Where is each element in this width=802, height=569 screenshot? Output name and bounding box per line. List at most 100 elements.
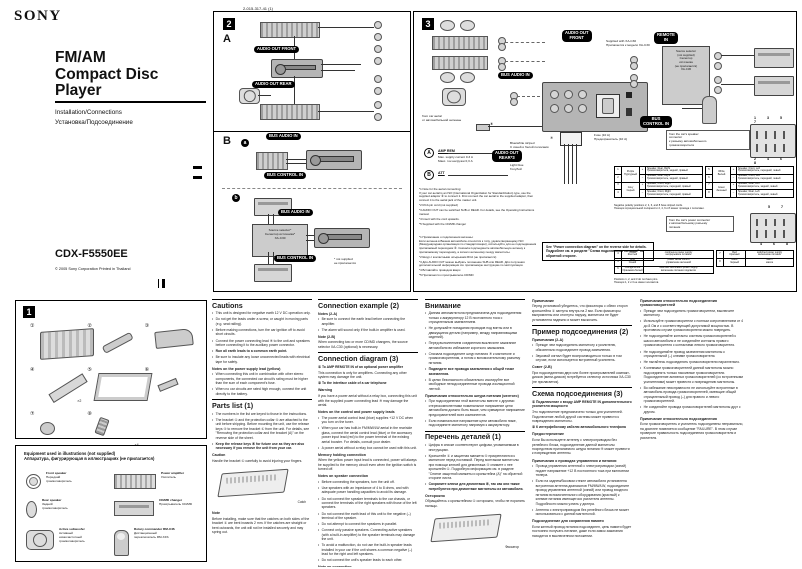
wire (448, 153, 508, 154)
speaker-pin-numbers-top: 1 3 5 7 (754, 116, 787, 124)
part-item: ③ (145, 323, 198, 359)
rear-panel-jack (578, 104, 587, 113)
audio-out-rear-label: AUDIO OUT REAR (252, 81, 295, 88)
wire (318, 27, 374, 28)
part-icon (157, 377, 179, 392)
note-item: *5 Прилагается к проигрывателю CD/MD (419, 273, 474, 278)
text-block: Notes on the control and power supply le… (318, 410, 395, 415)
text-block: Before connecting the speakers, turn the… (318, 480, 418, 485)
dashed-wire (505, 42, 545, 43)
text-block: The alarm will sound only if the built-i… (318, 328, 418, 333)
text-block: Фиксатор (425, 511, 525, 553)
bus-control-in-label: BUS CONTROL IN (264, 172, 306, 179)
text-block: Данная автомагнитола предназначена для п… (425, 311, 525, 324)
wire (488, 126, 542, 127)
rca-plug (630, 62, 638, 70)
speaker-connector-caption: from the car's speaker connector к разъе… (666, 130, 750, 150)
wire (268, 214, 269, 224)
text-block: Во избежание неисправности не используйт… (640, 386, 744, 404)
wire (321, 64, 361, 65)
equipment-icon (114, 530, 129, 556)
text-block: При подсоединении двух или более проигры… (532, 371, 631, 384)
rca-plug (510, 98, 518, 106)
page-title: FM/AM Compact Disc Player (55, 49, 159, 100)
text-block: Внимание (425, 299, 525, 309)
text-block: При подсоединении этой магнитолы вместе … (425, 399, 525, 417)
text-block: Цифры в списке соответствуют цифрам, упо… (425, 443, 525, 452)
part-number-marker: ⑤ (87, 367, 92, 373)
cdmd-changer-icon (754, 76, 794, 96)
text-block: Если Вы используете антенну с электропри… (532, 438, 630, 456)
registration-mark (193, 166, 202, 169)
part-item: ⑧ ×4 (87, 411, 140, 447)
text-block: Перед установкой убедитесь, что фиксатор… (532, 304, 628, 322)
equipment-icon (114, 474, 156, 489)
wire (448, 175, 508, 176)
wire (318, 111, 374, 112)
section-2-badge: 2 (223, 18, 235, 30)
note-item: *5 Supplied with the CD/MD changer (419, 221, 467, 226)
aerial-plug-icon (476, 124, 490, 131)
cdmd-changer-icon (254, 264, 292, 282)
speaker-connector-illustration (750, 124, 796, 158)
active-subwoofer-icon (239, 88, 260, 104)
from-car-aerial-label: from car aerial от автомобильной антенны (422, 114, 462, 122)
sony-logo: SONY (14, 8, 62, 24)
speaker-table-note: Negative polarity positions 2, 4, 6, and… (614, 204, 705, 211)
text-block: Прежде чем подсоединять громкоговорители… (640, 309, 744, 318)
rca-plug (498, 63, 506, 71)
part-item: ① (30, 323, 94, 360)
sub-diagram-a-marker: a (241, 139, 249, 147)
speaker-connector-strip (260, 104, 320, 120)
equipment-icon (114, 501, 154, 516)
adaptor-ref: ⑧ (490, 122, 494, 126)
text-block: Before installing, make sure that the ca… (212, 516, 310, 535)
wire (576, 144, 577, 184)
text-block: The power aerial control lead (blue) sup… (318, 416, 418, 425)
rear-panel-jack (564, 90, 573, 99)
power-table-note: Positions 1, 2, and 3 do not have pins. … (614, 278, 659, 285)
front-speaker-icon (440, 20, 455, 31)
bus-audio-in-label: BUS AUDIO IN (278, 209, 313, 216)
section-3-badge: 3 (422, 18, 434, 30)
wire (564, 144, 565, 184)
text-block: Do not connect the earth lead of this un… (318, 512, 418, 521)
text-block: ② К интерфейсному кабелю автомобильного … (532, 425, 626, 430)
part-quantity: ×2 (77, 399, 82, 403)
text-block: Используйте громкоговорители с полным со… (640, 319, 744, 332)
text-block: Не подсоединяйте контакты системы громко… (640, 334, 744, 347)
text-block: Notes on the power supply lead (yellow) (212, 366, 281, 371)
cdmd-changer-icon (754, 48, 794, 68)
part-icon (102, 331, 135, 354)
text-column-cautions: CautionsThis unit is designed for negati… (212, 296, 312, 567)
rca-plug (374, 33, 382, 41)
equipment-icon (26, 474, 41, 489)
part-item: ⑥ (145, 367, 198, 403)
note-item: *1 Примечание о подключении антенны: Есл… (419, 235, 537, 254)
fold-mark (158, 279, 159, 288)
text-block: Be sure to insulate any loose unconnecte… (212, 355, 312, 364)
see-reverse-side-box: See "Power connection diagram" on the re… (542, 242, 654, 262)
text-block: К клеммам громкоговорителей данной магни… (640, 366, 744, 384)
text-block: Do not connect the unit's speaker leads … (318, 558, 418, 563)
remote-in-label: REMOTE IN (654, 32, 678, 44)
diagram-a-label: A (223, 33, 231, 45)
part-item: ④ ×2 (30, 367, 88, 403)
text-block: Connect the power connecting lead ⑨ to t… (212, 339, 312, 348)
